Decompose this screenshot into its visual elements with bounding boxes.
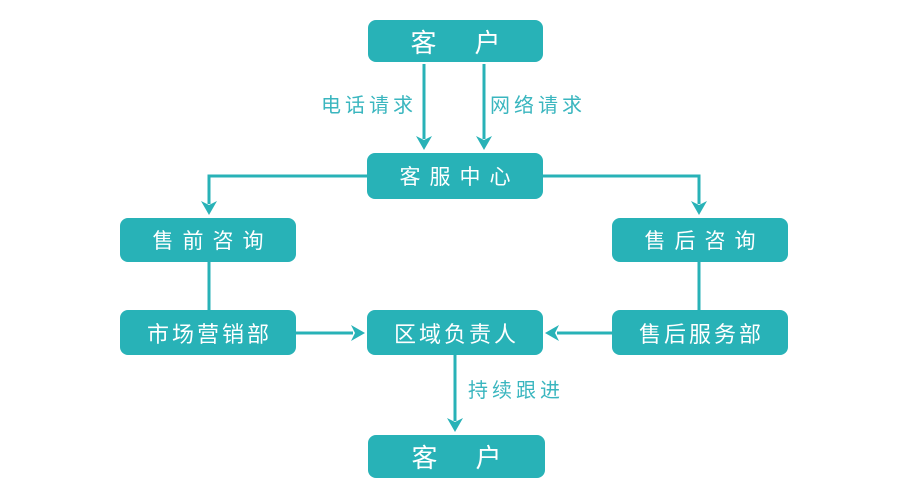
arrowhead-web-request [476,136,492,150]
node-presales-consulting-label: 售前咨询 [152,230,273,253]
edge-label-follow-up: 持续跟进 [468,380,564,402]
arrowhead-follow-up [447,418,463,432]
node-customer-bottom-label: 客 户 [411,443,508,473]
node-customer-top-label: 客 户 [410,27,507,58]
node-marketing-dept-label: 市场营销部 [146,321,272,347]
node-aftersales-service-dept: 售后服务部 [612,310,788,355]
edge-to-presales-line [207,174,367,204]
node-marketing-dept: 市场营销部 [120,310,296,355]
node-aftersales-consulting-label: 售后咨询 [644,230,765,253]
node-presales-consulting: 售前咨询 [120,218,296,262]
edge-label-web-request: 网络请求 [490,95,586,117]
node-regional-manager: 区域负责人 [367,310,543,355]
node-service-center-label: 客服中心 [399,166,520,189]
arrowhead-phone-request [416,136,432,150]
arrowhead-marketing-to-regional [351,325,365,341]
node-aftersales-service-dept-label: 售后服务部 [638,321,764,347]
edge-to-aftersales-line [543,174,701,204]
arrowhead-service-dept-to-regional [545,325,559,341]
arrowhead-to-presales [201,201,217,215]
node-customer-top: 客 户 [368,20,543,62]
edge-label-phone-request: 电话请求 [321,95,417,117]
node-service-center: 客服中心 [367,153,543,199]
node-customer-bottom: 客 户 [368,435,545,478]
node-aftersales-consulting: 售后咨询 [612,218,788,262]
arrowhead-to-aftersales [691,201,707,215]
node-regional-manager-label: 区域负责人 [393,321,519,347]
